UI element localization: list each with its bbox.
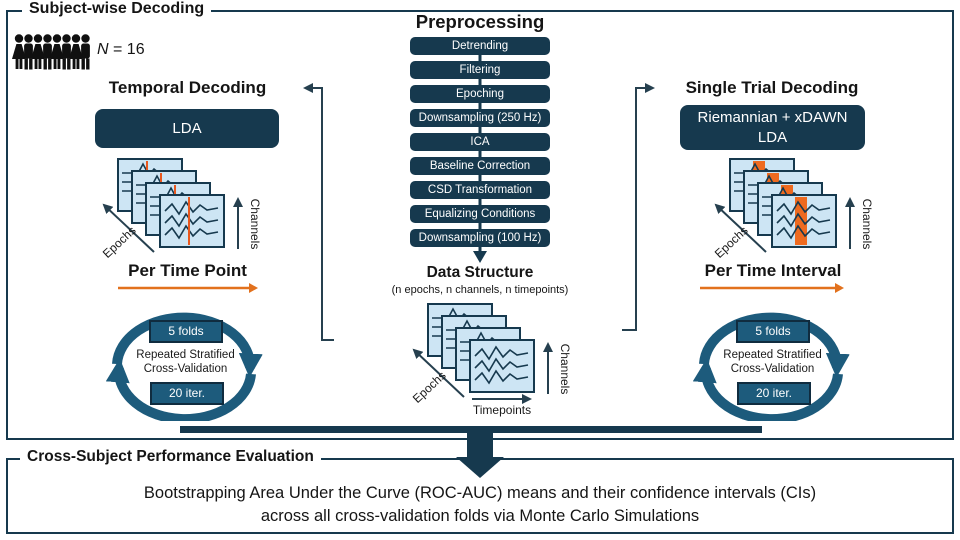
timepoints-axis-label: Timepoints xyxy=(473,403,531,417)
epoch-card-front xyxy=(469,339,535,393)
preprocessing-step: Detrending xyxy=(410,37,550,55)
per-time-interval-arrow xyxy=(700,283,844,293)
per-time-point-title: Per Time Point xyxy=(128,261,247,280)
n-symbol: N xyxy=(97,41,109,58)
per-time-interval-title: Per Time Interval xyxy=(704,261,842,280)
channels-axis-label: Channels xyxy=(860,199,874,250)
sample-size-label: N = 16 xyxy=(97,41,145,59)
connector-to-single-trial-decoding xyxy=(622,83,655,331)
temporal-epoch-stack: Epochs Channels xyxy=(100,158,262,260)
preprocessing-step: CSD Transformation xyxy=(410,181,550,199)
preprocessing-step: Baseline Correction xyxy=(410,157,550,175)
evaluation-text: Bootstrapping Area Under the Curve (ROC-… xyxy=(143,484,817,525)
circular-arrows-icon xyxy=(105,312,263,421)
epoch-card-front xyxy=(159,194,225,248)
data-structure-title: Data Structure xyxy=(426,264,534,281)
single-trial-epoch-stack: Epochs Channels xyxy=(712,158,874,260)
preprocessing-step: Equalizing Conditions xyxy=(410,205,550,223)
channels-axis-label: Channels xyxy=(558,344,572,395)
preprocessing-step: Downsampling (250 Hz) xyxy=(410,109,550,127)
lda-model-box: LDA xyxy=(95,109,279,148)
n-value: = 16 xyxy=(113,41,145,58)
preprocessing-title: Preprocessing xyxy=(415,11,545,32)
circular-arrows-icon xyxy=(692,312,850,421)
iterations-badge: 20 iter. xyxy=(737,382,811,405)
cross-subject-evaluation-title: Cross-Subject Performance Evaluation xyxy=(20,448,321,466)
iterations-badge: 20 iter. xyxy=(150,382,224,405)
epochs-axis-arrow xyxy=(714,203,767,253)
epochs-axis-arrow xyxy=(412,348,465,398)
per-time-point-arrow xyxy=(118,283,258,293)
temporal-decoding-title: Temporal Decoding xyxy=(108,78,267,97)
epochs-axis-label: Epochs xyxy=(410,368,449,406)
single-trial-decoding-title: Single Trial Decoding xyxy=(685,78,859,97)
epochs-axis-arrow xyxy=(102,203,155,253)
arrowhead-right-icon xyxy=(645,83,655,93)
channels-axis-label: Channels xyxy=(248,199,262,250)
arrowhead-left-icon xyxy=(303,83,313,93)
preprocessing-step: Filtering xyxy=(410,61,550,79)
cross-subject-evaluation-frame: Cross-Subject Performance Evaluation Boo… xyxy=(6,448,954,534)
epochs-axis-label: Epochs xyxy=(712,223,751,260)
data-structure-subtitle: (n epochs, n channels, n timepoints) xyxy=(391,284,569,296)
subject-wise-decoding-title: Subject-wise Decoding xyxy=(22,0,212,18)
preprocessing-steps: Detrending Filtering Epoching Downsampli… xyxy=(410,37,550,253)
riemannian-model-box: Riemannian + xDAWN LDA xyxy=(680,105,865,150)
preprocessing-step: Downsampling (100 Hz) xyxy=(410,229,550,247)
epoch-card-front xyxy=(771,194,837,248)
preprocessing-step: Epoching xyxy=(410,85,550,103)
data-structure-stack: Epochs Channels Timepoints xyxy=(410,303,572,417)
participants-icon xyxy=(12,34,90,70)
arrowhead-down-icon xyxy=(473,251,487,263)
connector-to-temporal-decoding xyxy=(303,83,334,341)
folds-badge: 5 folds xyxy=(149,320,223,343)
epochs-axis-label: Epochs xyxy=(100,223,139,260)
preprocessing-step: ICA xyxy=(410,133,550,151)
folds-badge: 5 folds xyxy=(736,320,810,343)
